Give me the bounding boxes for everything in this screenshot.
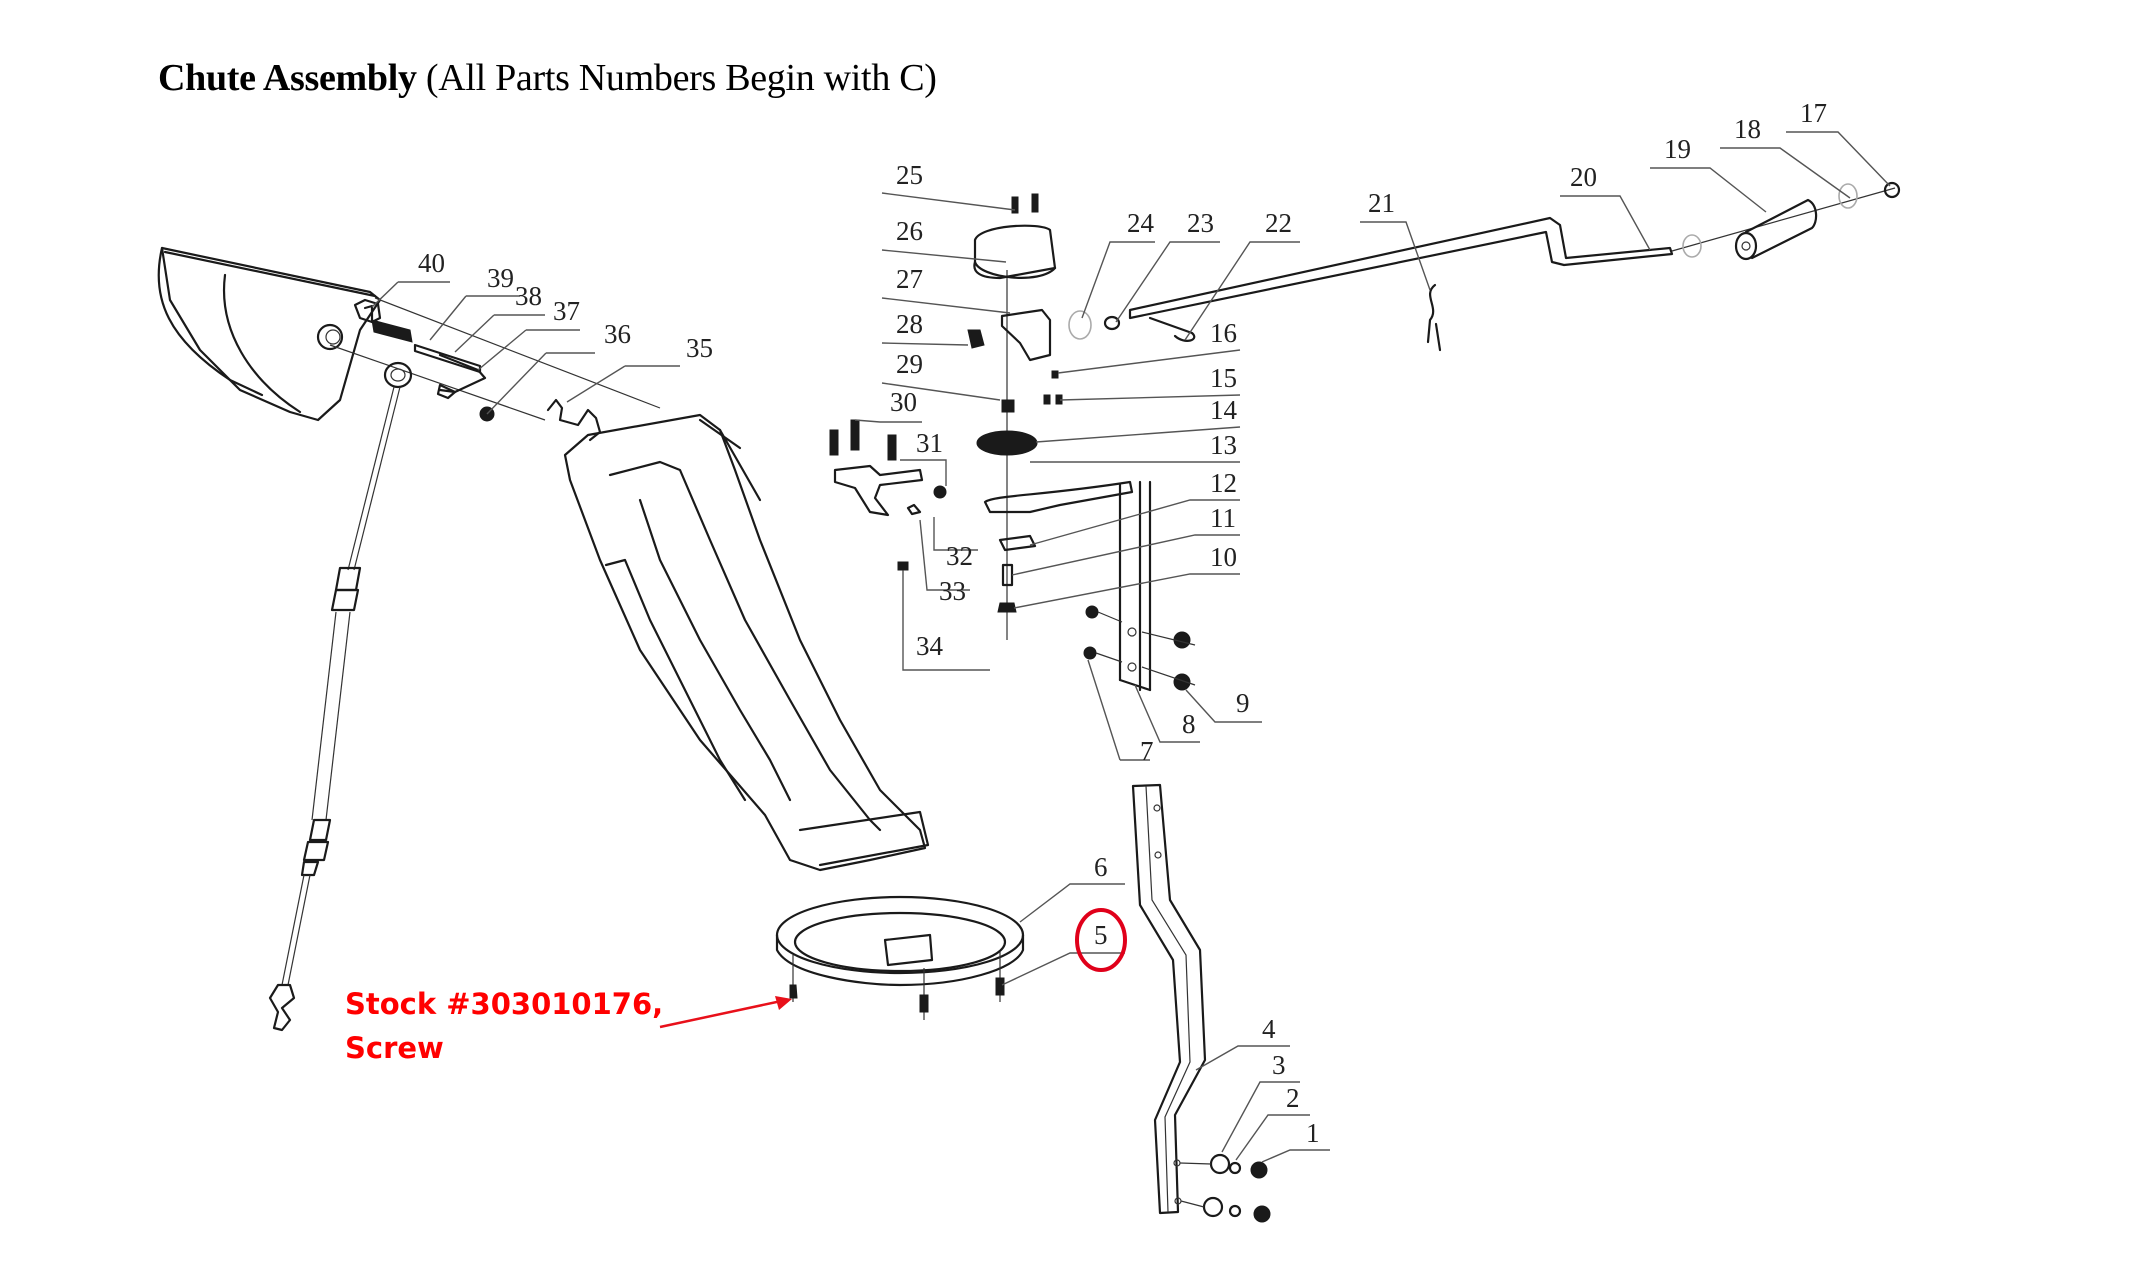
part-39-spring [363,304,413,343]
highlight-annotation [659,908,1127,1029]
part-37-lever [436,353,487,400]
part-label-3: 3 [1272,1050,1286,1080]
part-30-34-bracket [829,419,947,640]
part-label-22: 22 [1265,208,1292,238]
part-21-hairpin-clip [1426,283,1442,352]
part-40-clip [353,298,382,324]
chute-body [563,413,930,872]
part-label-19: 19 [1664,134,1691,164]
control-cable [268,386,401,1032]
leader-lines [371,131,1891,1163]
part-label-2: 2 [1286,1083,1300,1113]
part-label-14: 14 [1210,395,1238,425]
part-label-26: 26 [896,216,923,246]
part-label-7: 7 [1140,736,1154,766]
part-1-3-fasteners [1179,1153,1271,1223]
part-label-31: 31 [916,428,943,458]
axis-lines [329,297,661,421]
part-label-25: 25 [896,160,923,190]
part-label-16: 16 [1210,318,1237,348]
part-label-28: 28 [896,309,923,339]
part-label-38: 38 [515,281,542,311]
part-label-21: 21 [1368,188,1395,218]
part-6-chute-ring [775,895,1025,987]
page-title: Chute Assembly (All Parts Numbers Begin … [158,56,937,100]
title-regular: (All Parts Numbers Begin with C) [416,57,937,99]
part-label-23: 23 [1187,208,1214,238]
part-label-4: 4 [1262,1014,1276,1044]
title-bold: Chute Assembly [158,57,417,99]
part-22-24-hardware [1068,310,1196,342]
part-label-39: 39 [487,263,514,293]
part-label-29: 29 [896,349,923,379]
part-label-30: 30 [890,387,917,417]
part-label-24: 24 [1127,208,1155,238]
callout-line-2: Screw [345,1031,444,1065]
part-18-19-bushing [1682,181,1901,261]
part-label-12: 12 [1210,468,1237,498]
gearbox-stack [967,193,1196,692]
part-label-40: 40 [418,248,445,278]
callout-line-1: Stock #303010176, [345,987,664,1021]
part-label-8: 8 [1182,709,1196,739]
part-label-15: 15 [1210,363,1237,393]
callout-arrow [659,998,787,1029]
part-35-hinge [546,398,602,442]
part-label-20: 20 [1570,162,1597,192]
part-label-10: 10 [1210,542,1237,572]
part-4-z-bracket [1131,783,1207,1215]
part-label-18: 18 [1734,114,1761,144]
cable-ring [383,361,413,389]
part-number-labels: 40 39 38 37 36 35 25 26 27 28 29 30 31 3… [418,98,1827,1148]
part-label-5: 5 [1094,920,1108,950]
part-label-36: 36 [604,319,631,349]
part-label-34: 34 [916,631,944,661]
stock-callout: Stock #303010176, Screw [345,982,663,1070]
part-label-9: 9 [1236,688,1250,718]
part-5-screws [789,952,1005,1020]
part-label-11: 11 [1210,503,1236,533]
part-label-32: 32 [946,541,973,571]
part-label-37: 37 [553,296,580,326]
deflector-part [157,246,382,422]
part-label-1: 1 [1306,1118,1320,1148]
part-label-33: 33 [939,576,966,606]
part-label-17: 17 [1800,98,1827,128]
part-label-6: 6 [1094,852,1108,882]
part-label-35: 35 [686,333,713,363]
callout-arrowhead [775,996,792,1010]
part-label-27: 27 [896,264,923,294]
control-rod [1128,187,1896,320]
part-label-13: 13 [1210,430,1237,460]
part-5-highlight-circle [1075,908,1127,972]
